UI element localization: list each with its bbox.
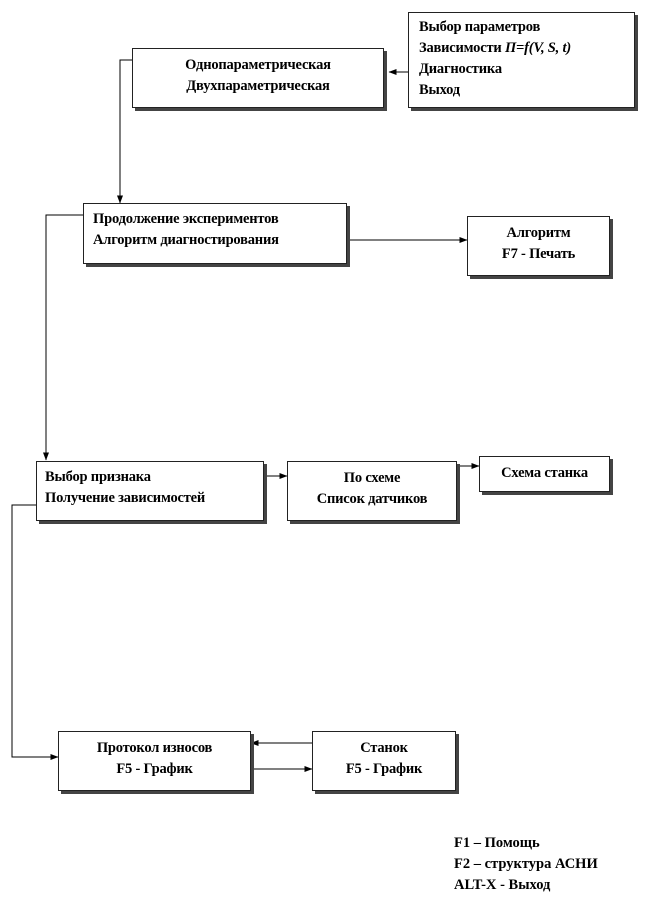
- option-by-scheme[interactable]: По схеме: [343, 470, 401, 486]
- arrow-param-type-to-experiments: [117, 59, 132, 204]
- feature-box: Выбор признака Получение зависимостей: [36, 461, 264, 521]
- option-one-parameter[interactable]: Однопараметрическая: [185, 57, 331, 73]
- machine-scheme-title[interactable]: Схема станка: [501, 465, 588, 481]
- wear-protocol-graph-key[interactable]: F5 - График: [116, 761, 193, 777]
- option-sensor-list[interactable]: Список датчиков: [316, 491, 428, 507]
- experiments-box: Продолжение экспериментов Алгоритм диагн…: [83, 203, 347, 264]
- menu-item-exit[interactable]: Выход: [419, 82, 460, 98]
- option-continue-experiments[interactable]: Продолжение экспериментов: [93, 211, 279, 227]
- hotkey-exit: ALT-X - Выход: [454, 877, 551, 893]
- option-get-dependencies[interactable]: Получение зависимостей: [45, 490, 206, 506]
- algorithm-box: Алгоритм F7 - Печать: [467, 216, 610, 276]
- menu-item-parameters[interactable]: Выбор параметров: [419, 19, 541, 35]
- machine-graph-key[interactable]: F5 - График: [345, 761, 423, 777]
- machine-scheme-box: Схема станка: [479, 456, 610, 492]
- hotkey-legend: F1 – Помощь F2 – структура АСНИ ALT-X - …: [454, 833, 598, 896]
- dependency-formula: П=f(V, S, t): [504, 40, 571, 56]
- arrow-feature-to-protocol: [11, 504, 59, 760]
- machine-box: Станок F5 - График: [312, 731, 456, 791]
- menu-item-dependencies[interactable]: Зависимости П=f(V, S, t): [419, 38, 634, 59]
- option-two-parameter[interactable]: Двухпараметрическая: [186, 78, 330, 94]
- option-diagnosis-algorithm[interactable]: Алгоритм диагностирования: [93, 232, 279, 248]
- hotkey-structure: F2 – структура АСНИ: [454, 856, 598, 872]
- param-type-box: Однопараметрическая Двухпараметрическая: [132, 48, 384, 108]
- option-select-feature[interactable]: Выбор признака: [45, 469, 151, 485]
- wear-protocol-box: Протокол износов F5 - График: [58, 731, 251, 791]
- by-scheme-box: По схеме Список датчиков: [287, 461, 457, 521]
- wear-protocol-title: Протокол износов: [96, 740, 213, 756]
- arrow-experiments-to-feature: [43, 214, 83, 461]
- menu-item-dependencies-label: Зависимости: [419, 40, 505, 56]
- machine-title: Станок: [360, 740, 408, 756]
- algorithm-title: Алгоритм: [506, 225, 571, 241]
- algorithm-print-key[interactable]: F7 - Печать: [501, 246, 576, 262]
- menu-item-diagnostics[interactable]: Диагностика: [419, 61, 502, 77]
- main-menu-box: Выбор параметров Зависимости П=f(V, S, t…: [408, 12, 635, 108]
- hotkey-help: F1 – Помощь: [454, 835, 540, 851]
